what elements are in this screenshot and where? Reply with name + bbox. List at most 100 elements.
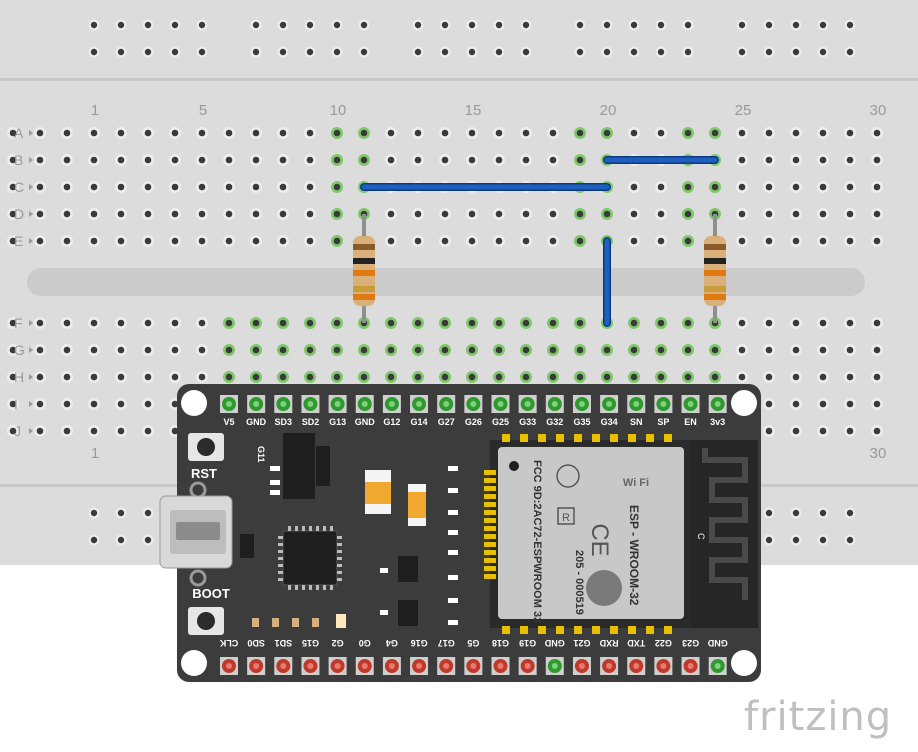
chip-leg [278, 536, 283, 539]
bottom-pin-label: RXD [599, 638, 619, 648]
hole-center [198, 346, 206, 354]
hole-center [171, 237, 179, 245]
row-letter: E [14, 233, 23, 249]
mount-hole [181, 650, 207, 676]
hole-center [576, 129, 584, 137]
row-arrow [29, 347, 33, 353]
module-bottom-pad [556, 626, 564, 634]
bottom-pin-label: G0 [359, 638, 371, 648]
top-pin-center [551, 401, 558, 407]
hole-center [36, 129, 44, 137]
module-top-pad [646, 434, 654, 442]
hole-center [495, 129, 503, 137]
top-pin-center [226, 401, 232, 407]
hole-center [603, 129, 611, 137]
bottom-pin-label: G17 [438, 638, 455, 648]
hole-center [873, 373, 881, 381]
top-pin-label: G13 [329, 417, 346, 427]
top-pin-label: G14 [411, 417, 428, 427]
smd-resistor [448, 530, 458, 535]
hole-center [792, 346, 800, 354]
hole-center [819, 129, 827, 137]
chip-leg [302, 526, 305, 531]
bottom-pin-center [606, 663, 613, 669]
bottom-pin-label: G23 [682, 638, 699, 648]
smd-resistor [448, 488, 458, 493]
hole-center [765, 373, 773, 381]
hole-center [819, 156, 827, 164]
capacitor-cap [365, 470, 391, 482]
mount-hole [731, 650, 757, 676]
row-arrow [29, 374, 33, 380]
top-pin-center [443, 401, 450, 407]
hole-center [792, 183, 800, 191]
hole-center [360, 346, 368, 354]
hole-center [252, 156, 260, 164]
rail-hole-center [90, 509, 98, 517]
bottom-pin-center [524, 663, 531, 669]
hole-center [765, 129, 773, 137]
rail-hole-center [90, 21, 98, 29]
module-side-pad [484, 534, 496, 539]
module-bottom-pad [574, 626, 582, 634]
row-letter: J [14, 423, 21, 439]
smd-resistor [380, 568, 388, 573]
rail-hole-center [414, 21, 422, 29]
hole-center [657, 129, 665, 137]
hole-center [360, 129, 368, 137]
chip-leg [288, 526, 291, 531]
hole-center [765, 183, 773, 191]
hole-center [117, 210, 125, 218]
top-pin-label: G12 [383, 417, 400, 427]
rail-hole-center [657, 21, 665, 29]
top-pin-label: V5 [223, 417, 234, 427]
hole-center [90, 210, 98, 218]
rail-hole-center [765, 536, 773, 544]
rail-hole-center [495, 21, 503, 29]
bottom-pin-label: TXD [627, 638, 646, 648]
hole-center [441, 210, 449, 218]
hole-center [117, 237, 125, 245]
module-side-pad [484, 518, 496, 523]
hole-center [90, 183, 98, 191]
column-number: 10 [330, 102, 347, 119]
hole-center [765, 319, 773, 327]
row-arrow [29, 211, 33, 217]
top-pin-center [497, 401, 504, 407]
rail-hole-center [90, 536, 98, 544]
hole-center [279, 183, 287, 191]
chip-leg [278, 550, 283, 553]
rail-hole-center [819, 509, 827, 517]
hole-center [90, 427, 98, 435]
row-letter: I [14, 396, 18, 412]
hole-center [873, 319, 881, 327]
hole-center [630, 319, 638, 327]
hole-center [549, 129, 557, 137]
rail-hole-center [684, 21, 692, 29]
chip-leg [295, 526, 298, 531]
hole-center [738, 237, 746, 245]
module-ce-mark: CE [586, 523, 613, 556]
top-pin-center [578, 401, 585, 407]
hole-center [522, 129, 530, 137]
hole-center [846, 373, 854, 381]
bottom-pin-center [361, 663, 368, 669]
rail-hole-center [252, 48, 260, 56]
hole-center [441, 319, 449, 327]
hole-center [414, 237, 422, 245]
rail-hole-center [495, 48, 503, 56]
hole-center [414, 319, 422, 327]
rail-hole-center [198, 48, 206, 56]
smd-components [240, 466, 458, 628]
hole-center [252, 237, 260, 245]
rail-hole-center [144, 48, 152, 56]
hole-center [63, 346, 71, 354]
rail-hole-center [333, 48, 341, 56]
top-pin-label: G25 [492, 417, 509, 427]
hole-center [738, 210, 746, 218]
hole-center [738, 346, 746, 354]
row-arrow [29, 320, 33, 326]
transistor [398, 600, 418, 626]
module-side-pad [484, 510, 496, 515]
